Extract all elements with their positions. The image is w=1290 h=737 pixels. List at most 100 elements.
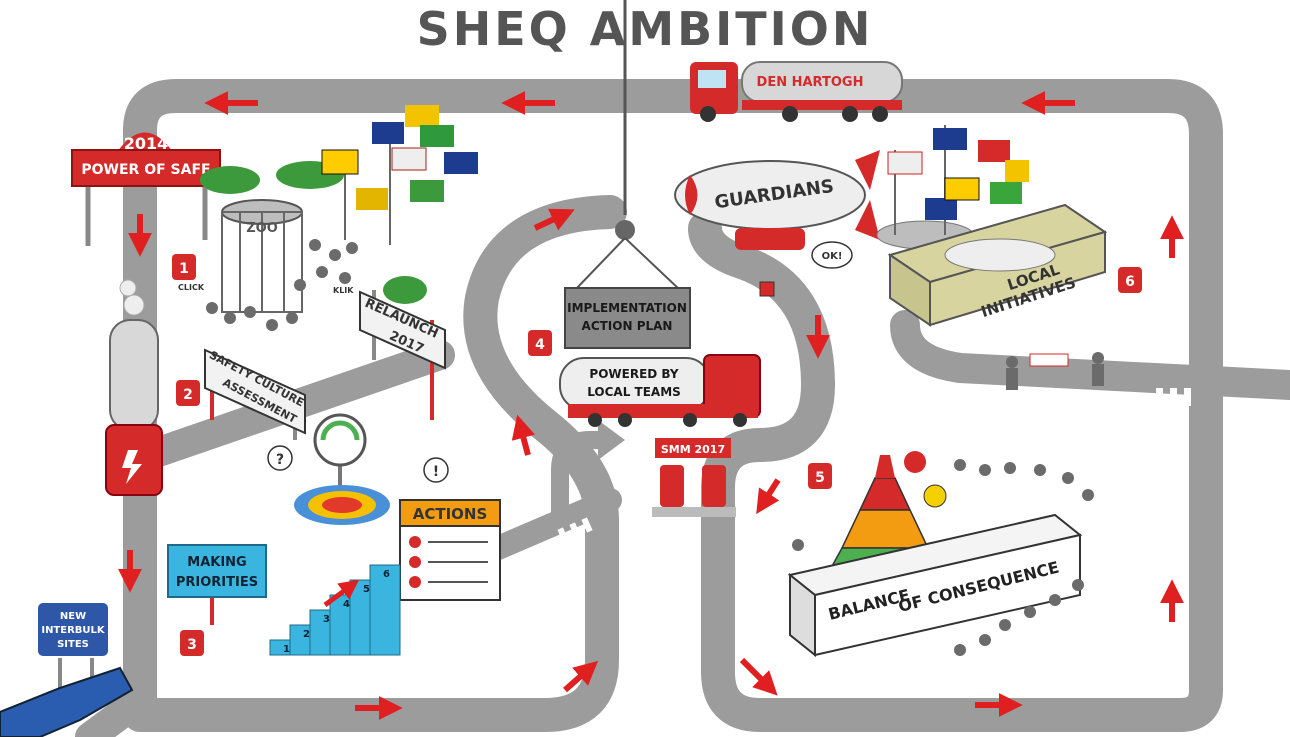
- guardians-blimp: GUARDIANS OK!: [674, 150, 880, 297]
- exclamation-icon: [904, 451, 926, 473]
- camera-sound: KLIK: [333, 286, 354, 295]
- zebra-crossings: [557, 388, 1191, 543]
- stair-number: 3: [323, 614, 330, 625]
- step-markers: 1 2 3 4 5 6: [172, 254, 1142, 656]
- step-marker-2: 2: [176, 380, 200, 406]
- lightning-icon: [122, 450, 142, 484]
- flag-hungary: [410, 180, 444, 202]
- svg-text:?: ?: [276, 452, 284, 468]
- wheel-icon: [842, 106, 858, 122]
- gauge-target: [294, 413, 390, 525]
- flag-france: [444, 152, 478, 174]
- truck-brand: DEN HARTOGH: [757, 75, 864, 90]
- direction-arrow: [563, 660, 599, 693]
- speech-bubble: [811, 241, 853, 269]
- flag-spain: [356, 188, 388, 210]
- step-marker-4: 4: [528, 330, 552, 356]
- mini-sign: [1029, 353, 1069, 367]
- direction-arrow: [511, 414, 535, 456]
- flag-brazil: [990, 182, 1022, 204]
- actions-board: ACTIONS: [399, 499, 501, 601]
- blimp-gondola: [735, 228, 805, 250]
- thought-bubbles: ? !: [267, 445, 449, 483]
- crane-hook-icon: [615, 220, 635, 240]
- direction-arrow: [756, 478, 781, 515]
- flag-poland: [887, 151, 923, 175]
- container-line-2: ACTION PLAN: [582, 319, 673, 333]
- stair-number: 2: [303, 629, 310, 640]
- flag-netherlands: [978, 140, 1010, 162]
- svg-text:!: !: [433, 464, 439, 480]
- rising-arrow: [323, 579, 360, 608]
- step-marker-5: 5: [808, 463, 832, 489]
- flag-belgium: [405, 105, 439, 127]
- stair-number: 5: [363, 584, 370, 595]
- interbulk-line: SITES: [57, 639, 89, 650]
- svg-text:5: 5: [815, 470, 825, 486]
- svg-text:3: 3: [187, 637, 197, 653]
- palm-trees: [200, 161, 427, 304]
- direction-arrows: [118, 91, 1184, 720]
- smm-label: SMM 2017: [661, 443, 725, 456]
- stair-number: 1: [283, 644, 290, 655]
- wheel-icon: [872, 106, 888, 122]
- step-marker-3: 3: [180, 630, 204, 656]
- left-loop-road: [123, 195, 627, 732]
- crowd-zoo: [206, 239, 358, 331]
- truck-chassis: [742, 100, 902, 110]
- direction-arrow: [739, 657, 778, 696]
- walkers: [1006, 352, 1104, 390]
- local-road: [890, 310, 1290, 400]
- tank-line-2: LOCAL TEAMS: [587, 385, 681, 399]
- sign-year: 2014: [124, 134, 169, 153]
- ok-text: OK!: [822, 251, 843, 262]
- truck-cab: [105, 424, 163, 496]
- route-arrow-head: [598, 420, 625, 460]
- consequence-platform: BALANCE OF CONSEQUENCE: [787, 513, 1083, 658]
- left-tanker-truck: [105, 279, 163, 496]
- flag-italy: [420, 125, 454, 147]
- svg-text:1: 1: [179, 261, 189, 277]
- camera-sound: CLICK: [178, 283, 205, 292]
- svg-text:2: 2: [183, 387, 193, 403]
- direction-arrow: [533, 208, 575, 231]
- stair-number: 6: [383, 569, 390, 580]
- route-to-plan: [551, 431, 610, 520]
- sign-text: POWER OF SAFE: [81, 162, 210, 178]
- flag-france: [933, 128, 967, 150]
- flag-russia: [925, 198, 957, 220]
- interbulk-line: NEW: [60, 611, 86, 622]
- local-initiatives-room: LOCAL INITIATIVES: [887, 203, 1108, 327]
- priorities-label: PRIORITIES: [176, 575, 258, 590]
- flag-belgium: [1005, 160, 1029, 182]
- page-title: SHEQ AMBITION: [416, 2, 874, 56]
- gift-icon: [759, 281, 775, 297]
- making-label: MAKING: [187, 555, 246, 570]
- flags-right: [876, 125, 1029, 250]
- power-of-safe-sign: 2014 POWER OF SAFE: [71, 132, 221, 246]
- implementation-container: IMPLEMENTATION ACTION PLAN: [564, 237, 691, 349]
- interbulk-road: [75, 685, 155, 737]
- den-hartogh-truck: DEN HARTOGH: [690, 61, 903, 122]
- actions-title: ACTIONS: [413, 505, 488, 523]
- interbulk-sign: NEW INTERBULK SITES: [36, 601, 110, 690]
- step-marker-6: 6: [1118, 267, 1142, 293]
- local-teams-tanker: POWERED BY LOCAL TEAMS: [559, 354, 761, 427]
- flag-germany: [321, 149, 359, 175]
- flag-netherlands: [391, 147, 427, 171]
- interbulk-line: INTERBULK: [41, 625, 106, 636]
- flag-uk: [372, 122, 404, 144]
- wheel-icon: [782, 106, 798, 122]
- stair-number: 4: [343, 599, 350, 610]
- fuel-pump-icon: [660, 465, 684, 507]
- blue-truck: [0, 666, 134, 737]
- fuel-pump-icon: [702, 465, 726, 507]
- question-bubble-icon: [267, 445, 293, 471]
- tank-line-1: POWERED BY: [589, 367, 678, 381]
- smiley-icon: [923, 484, 947, 508]
- zoo-label: ZOO: [246, 221, 278, 236]
- zoo-cage: ZOO CLICK KLIK: [178, 199, 354, 313]
- smm-fuel-pumps: SMM 2017: [652, 438, 736, 517]
- wheel-icon: [700, 106, 716, 122]
